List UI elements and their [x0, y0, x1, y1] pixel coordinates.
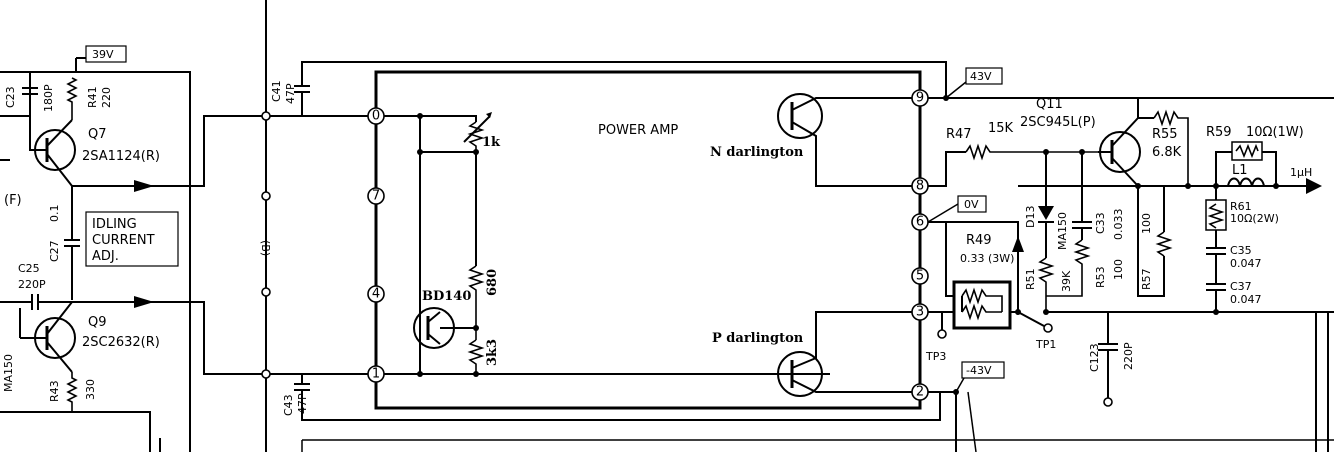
svg-text:8: 8: [916, 179, 924, 194]
l1-value: 1μH: [1290, 166, 1312, 179]
power-amp-title: POWER AMP: [598, 123, 678, 138]
r53-label: R53: [1094, 266, 1107, 288]
r61-label: R61: [1230, 200, 1252, 213]
r3k3-label: 3k3: [485, 339, 500, 366]
r55-label: R55: [1152, 127, 1178, 142]
svg-text:7: 7: [372, 189, 380, 204]
pin-4: [367, 285, 385, 303]
right-stage: 43V R47 15K Q11 2SC945L(P) R55 6.8K 1μH …: [925, 67, 1334, 452]
r59-label: R59: [1206, 125, 1232, 140]
idling-line2: CURRENT: [92, 233, 155, 248]
svg-text:1: 1: [372, 367, 380, 382]
c27-label: C27: [48, 240, 61, 262]
r41-value: 220: [100, 87, 113, 108]
c41-label: C41: [270, 80, 283, 102]
q11-label: Q11: [1036, 97, 1063, 112]
r59-value: 10Ω(1W): [1246, 125, 1304, 140]
voltage-box-0v: [957, 195, 987, 213]
power-amp-module: POWER AMP 0 7 4 1 9 8 6 5 3 2 1k 6: [367, 70, 929, 410]
bd140-label: BD140: [422, 289, 471, 304]
voltage-39v: 39V: [92, 48, 114, 61]
c25-value: 220P: [18, 278, 46, 291]
q7-label: Q7: [88, 127, 107, 142]
r49-label: R49: [966, 233, 992, 248]
tp1-label: TP1: [1035, 338, 1056, 351]
r41-label: R41: [86, 86, 99, 108]
r61-value: 10Ω(2W): [1230, 212, 1279, 225]
r51-value: 39K: [1060, 270, 1073, 292]
r43-value: 330: [84, 379, 97, 400]
r57-label: R57: [1140, 268, 1153, 290]
voltage-43v: 43V: [970, 70, 992, 83]
b-label: (B): [259, 240, 272, 256]
n-darlington-icon: [777, 93, 823, 139]
l1-label: L1: [1232, 163, 1248, 178]
pin-5: [911, 267, 929, 285]
c43-value: 47P: [296, 393, 309, 414]
tp3-label: TP3: [925, 350, 946, 363]
power-amp-box: [374, 70, 922, 410]
interconnect: (B) C41 47P C43 47P: [190, 0, 1334, 452]
q9-part: 2SC2632(R): [82, 335, 160, 350]
f-label: (F): [4, 193, 22, 208]
pin-7: [367, 187, 385, 205]
idling-line1: IDLING: [92, 217, 137, 232]
q7-part: 2SA1124(R): [82, 149, 160, 164]
r53-value: 100: [1112, 259, 1125, 280]
c41-value: 47P: [284, 83, 297, 104]
c27-value: 0.1: [48, 205, 61, 223]
d13-label: D13: [1024, 206, 1037, 228]
c37-value: 0.047: [1230, 293, 1262, 306]
c43-label: C43: [282, 394, 295, 416]
r680-label: 680: [485, 269, 500, 296]
c37-label: C37: [1230, 280, 1252, 293]
r47-value: 15K: [988, 121, 1014, 136]
c35-value: 0.047: [1230, 257, 1262, 270]
arrow-bottom-icon: [134, 296, 154, 308]
output-arrow-icon: [1306, 178, 1322, 194]
svg-text:5: 5: [916, 269, 924, 284]
p-darlington-icon: [777, 351, 823, 397]
r57-value: 100: [1140, 213, 1153, 234]
voltage-0v: 0V: [964, 198, 979, 211]
c35-label: C35: [1230, 244, 1252, 257]
ma150-label: MA150: [1056, 212, 1069, 250]
r49-value: 0.33 (3W): [960, 252, 1014, 265]
n-darlington-label: N darlington: [710, 145, 804, 160]
voltage-box-39v: [85, 45, 127, 63]
ma150-left: MA150: [2, 354, 15, 392]
idling-line3: ADJ.: [92, 249, 119, 264]
voltage-neg43v: -43V: [966, 364, 992, 377]
q11-part: 2SC945L(P): [1020, 115, 1096, 130]
svg-text:3: 3: [916, 305, 924, 320]
r51-label: R51: [1024, 268, 1037, 290]
r43-label: R43: [48, 380, 61, 402]
left-stage: 39V C23 180P R41 220 Q7 2SA1124(R) (F) 0…: [0, 45, 191, 452]
svg-text:9: 9: [916, 91, 924, 106]
svg-text:4: 4: [372, 287, 380, 302]
c25-label: C25: [18, 262, 40, 275]
svg-text:0: 0: [372, 109, 380, 124]
c23-label: C23: [4, 86, 17, 108]
c123-label: C123: [1088, 343, 1101, 372]
c33-label: C33: [1094, 212, 1107, 234]
voltage-box-43v: [965, 67, 1003, 85]
r49-arrow-icon: [1012, 236, 1024, 252]
arrow-top-icon: [134, 180, 154, 192]
p-darlington-label: P darlington: [712, 331, 804, 346]
c33-value: 0.033: [1112, 209, 1125, 241]
svg-text:6: 6: [916, 215, 924, 230]
d13-diode-icon: [1038, 206, 1054, 220]
r55-value: 6.8K: [1152, 145, 1182, 160]
svg-text:2: 2: [916, 385, 924, 400]
c23-value: 180P: [42, 84, 55, 112]
q9-label: Q9: [88, 315, 107, 330]
c123-value: 220P: [1122, 342, 1135, 370]
r47-label: R47: [946, 127, 972, 142]
voltage-box-neg43v: [961, 361, 1005, 379]
trim-1k-label: 1k: [482, 135, 501, 150]
idling-adj-box: [85, 211, 179, 267]
